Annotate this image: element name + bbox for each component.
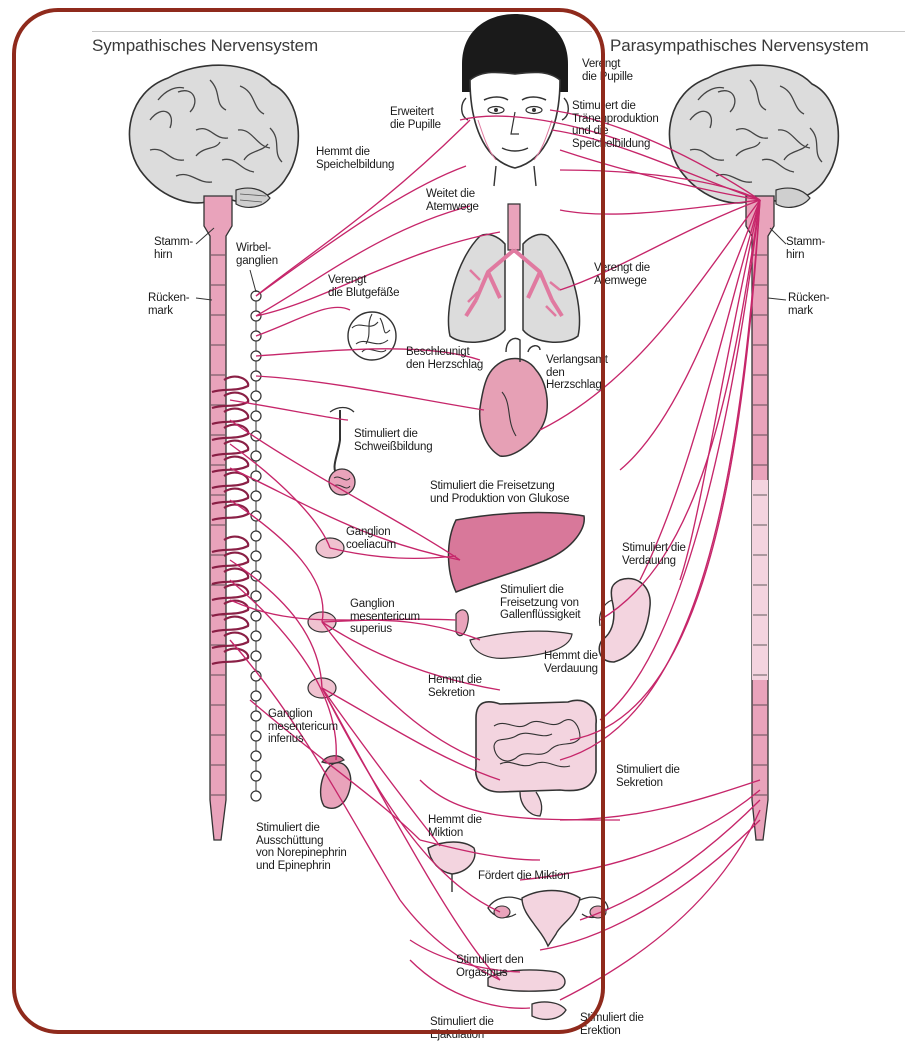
blood-vessels [348, 312, 396, 360]
label-hemmt-sekretion: Hemmt die Sekretion [428, 674, 482, 699]
brain-right [669, 65, 838, 207]
spinal-cord-right [746, 196, 774, 840]
title-parasympathetic: Parasympathisches Nervensystem [610, 36, 869, 56]
label-ganglion-inferius: Ganglion mesentericum inferius [268, 708, 338, 746]
label-rueckenmark-right: Rücken- mark [788, 292, 829, 317]
label-verengt-blutgefaesse: Verengt die Blutgefäße [328, 274, 399, 299]
label-stammhirn-left: Stamm- hirn [154, 236, 193, 261]
label-wirbelganglien: Wirbel- ganglien [236, 242, 278, 267]
label-verlangsamt-herz: Verlangsamt den Herzschlag [546, 354, 608, 392]
label-hemmt-verdauung: Hemmt die Verdauung [544, 650, 598, 675]
brain-left [129, 65, 298, 207]
label-schweiss: Stimuliert die Schweißbildung [354, 428, 432, 453]
stomach [599, 578, 650, 662]
label-weitet-atemwege: Weitet die Atemwege [426, 188, 479, 213]
liver [449, 513, 585, 592]
label-rueckenmark-left: Rücken- mark [148, 292, 189, 317]
label-verdauung-stimuliert: Stimuliert die Verdauung [622, 542, 686, 567]
label-stammhirn-right: Stamm- hirn [786, 236, 825, 261]
label-foerdert-miktion: Fördert die Miktion [478, 870, 569, 883]
label-ganglion-coeliacum: Ganglion coeliacum [346, 526, 396, 551]
label-galle: Stimuliert die Freisetzung von Gallenflü… [500, 584, 580, 622]
label-hemmt-miktion: Hemmt die Miktion [428, 814, 482, 839]
label-erweitert-pupille: Erweitert die Pupille [390, 106, 441, 131]
label-beschleunigt-herz: Beschleunigt den Herzschlag [406, 346, 483, 371]
intestines [476, 700, 597, 816]
label-verengt-pupille: Verengt die Pupille [582, 58, 633, 83]
sweat-gland [329, 408, 355, 496]
label-hemmt-speichel: Hemmt die Speichelbildung [316, 146, 394, 171]
label-ganglion-superius: Ganglion mesentericum superius [350, 598, 420, 636]
spinal-cord-left [204, 196, 248, 840]
bladder [428, 842, 475, 892]
label-erektion: Stimuliert die Erektion [580, 1012, 644, 1037]
label-verengt-atemwege: Verengt die Atemwege [594, 262, 650, 287]
uterus [488, 891, 608, 947]
label-glukose: Stimuliert die Freisetzung und Produktio… [430, 480, 569, 505]
label-orgasmus: Stimuliert den Orgasmus [456, 954, 524, 979]
heart [480, 339, 548, 457]
face [462, 14, 569, 186]
kidney-adrenal [321, 756, 351, 809]
label-adrenal: Stimuliert die Ausschüttung von Norepine… [256, 822, 347, 872]
lungs [448, 204, 579, 342]
ganglion-chain [251, 290, 261, 801]
title-sympathetic: Sympathisches Nervensystem [92, 36, 318, 56]
label-ejakulation: Stimuliert die Ejakulation [430, 1016, 494, 1041]
label-stimuliert-traenen: Stimuliert die Tränenproduktion und die … [572, 100, 659, 150]
label-stimuliert-sekretion: Stimuliert die Sekretion [616, 764, 680, 789]
